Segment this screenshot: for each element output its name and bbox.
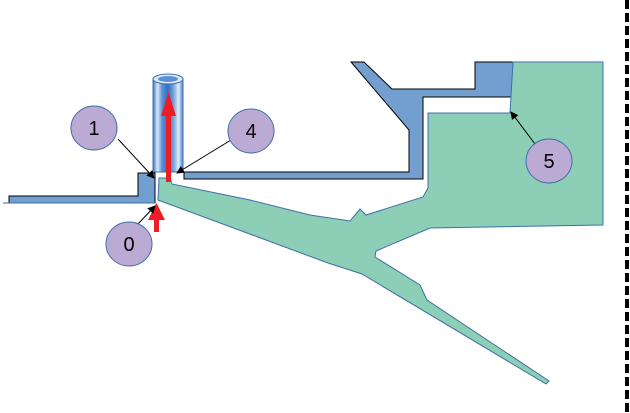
callout-0-leader — [136, 205, 156, 226]
callout-0: 0 — [105, 221, 153, 267]
callout-5: 5 — [525, 138, 573, 184]
flow-arrow-inlet — [148, 203, 165, 232]
callout-1: 1 — [70, 105, 118, 151]
callout-4-label: 4 — [245, 121, 256, 143]
callout-1-label: 1 — [88, 118, 99, 140]
callout-0-label: 0 — [123, 234, 134, 256]
callout-5-label: 5 — [543, 151, 554, 173]
outlet-tube-opening — [158, 76, 178, 82]
callout-1-leader — [117, 138, 155, 179]
rotor-body — [157, 61, 604, 385]
callout-4-leader — [176, 139, 232, 174]
inlet-plate — [8, 172, 156, 204]
upper-housing — [183, 61, 514, 180]
callout-5-leader — [510, 111, 536, 145]
callout-4: 4 — [227, 108, 275, 154]
flow-arrow-outlet — [161, 92, 176, 182]
